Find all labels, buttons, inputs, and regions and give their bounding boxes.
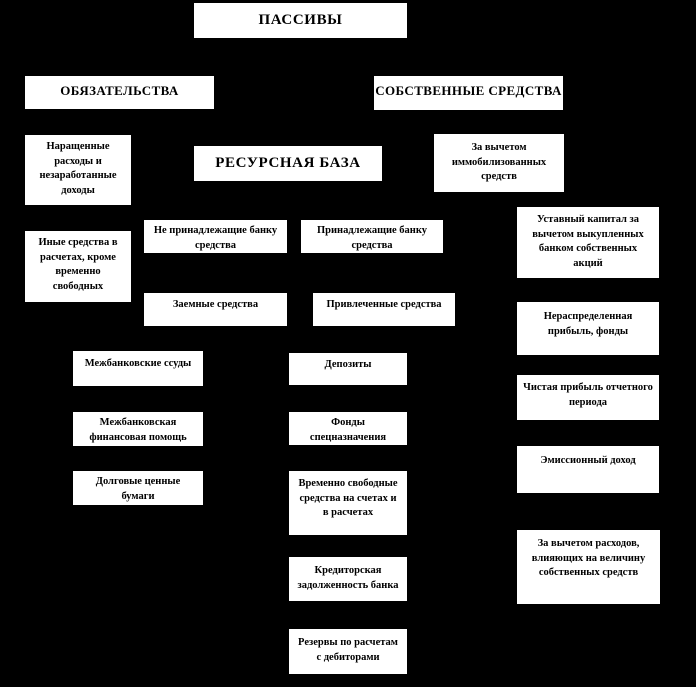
- node-interbank-financial-aid: Межбанковская финансовая помощь: [72, 411, 204, 447]
- node-own-funds: СОБСТВЕННЫЕ СРЕДСТВА: [373, 75, 564, 111]
- node-deposits: Депозиты: [288, 352, 408, 386]
- node-retained-earnings: Нераспределенная прибыль, фонды: [516, 301, 660, 356]
- node-debt-securities: Долговые ценные бумаги: [72, 470, 204, 506]
- node-other-settlement-funds: Иные средства в расчетах, кроме временно…: [24, 230, 132, 303]
- node-attracted-funds: Привлеченные средства: [312, 292, 456, 327]
- node-obligations: ОБЯЗАТЕЛЬСТВА: [24, 75, 215, 110]
- node-net-of-immobilized: За вычетом иммобилизованных средств: [433, 133, 565, 193]
- node-net-of-expenses: За вычетом расходов, влияющих на величин…: [516, 529, 661, 605]
- node-bank-payables: Кредиторская задолженность банка: [288, 556, 408, 602]
- node-special-purpose-funds: Фонды спецназначения: [288, 411, 408, 446]
- node-accrued-expenses: Наращенные расходы и незаработанные дохо…: [24, 134, 132, 206]
- node-liabilities: ПАССИВЫ: [193, 2, 408, 39]
- node-net-profit: Чистая прибыль отчетного периода: [516, 374, 660, 421]
- node-authorized-capital: Уставный капитал за вычетом выкупленных …: [516, 206, 660, 279]
- node-bank-owned-funds: Принадлежащие банку средства: [300, 219, 444, 254]
- node-temporarily-free-funds: Временно свободные средства на счетах и …: [288, 470, 408, 536]
- node-debtor-settlement-reserves: Резервы по расчетам с дебиторами: [288, 628, 408, 675]
- node-resource-base: РЕСУРСНАЯ БАЗА: [193, 145, 383, 182]
- node-non-bank-owned-funds: Не принадлежащие банку средства: [143, 219, 288, 254]
- node-interbank-loans: Межбанковские ссуды: [72, 350, 204, 387]
- node-share-premium: Эмиссионный доход: [516, 445, 660, 494]
- node-borrowed-funds: Заемные средства: [143, 292, 288, 327]
